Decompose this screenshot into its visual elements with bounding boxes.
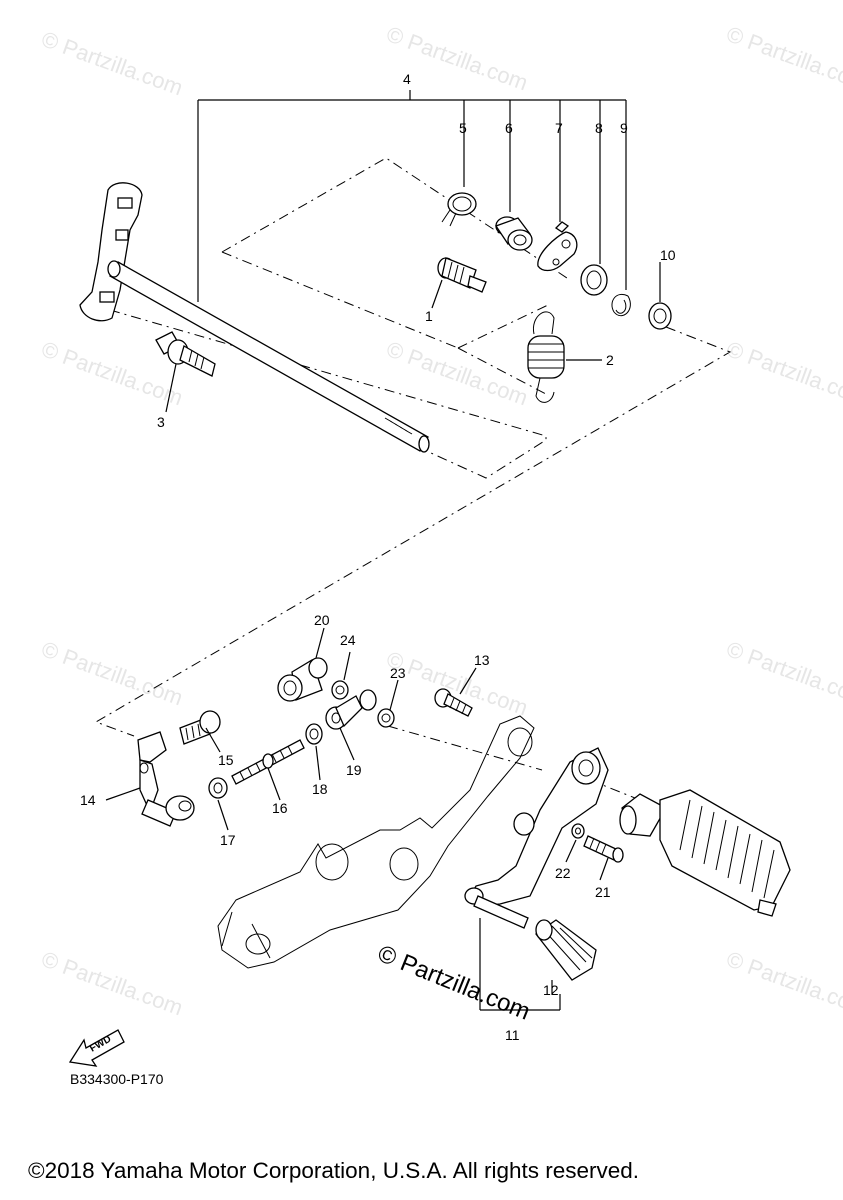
watermark: © Partzilla.com [723,946,843,1020]
bolt-part-15 [179,710,221,745]
callout-10: 10 [660,247,676,263]
shift-shaft [107,260,430,453]
callout-5: 5 [459,120,467,136]
watermark: © Partzilla.com [723,21,843,95]
watermark: © Partzilla.com [723,336,843,410]
callout-17: 17 [220,832,236,848]
callout-21: 21 [595,884,611,900]
watermark: © Partzilla.com [38,636,186,710]
footrest-peg [619,789,791,917]
callout-22: 22 [555,865,571,881]
shift-arm-part-14 [137,731,195,827]
callout-15: 15 [218,752,234,768]
callout-3: 3 [157,414,165,430]
callout-2: 2 [606,352,614,368]
callout-19: 19 [346,762,362,778]
bolt-part-1 [437,257,487,293]
callout-4: 4 [403,71,411,87]
callout-20: 20 [314,612,330,628]
toe-rubber-part-12 [535,919,597,981]
shift-pedal-part-11 [464,747,609,929]
callouts: 4 5 6 7 8 9 10 1 2 3 20 24 13 23 15 18 1… [80,71,676,1043]
bolt-part-21 [583,835,624,863]
bolt-part-13 [434,688,473,717]
washer-part-10 [648,302,672,330]
callout-12: 12 [543,982,559,998]
callout-1: 1 [425,308,433,324]
watermark: © Partzilla.com [38,26,186,100]
callout-7: 7 [555,120,563,136]
callout-16: 16 [272,800,288,816]
diagram-code: B334300-P170 [70,1071,164,1087]
callout-23: 23 [390,665,406,681]
collar-part-6 [495,216,533,251]
ball-joint-part-19 [325,695,363,730]
forward-arrow: FWD [68,1029,125,1067]
return-spring-part-2 [527,311,565,403]
assembly-lines [94,157,732,801]
washer-part-8 [580,264,608,296]
callout-9: 9 [620,120,628,136]
footrest-bracket [217,715,535,969]
callout-6: 6 [505,120,513,136]
nut-part-18 [305,723,323,745]
shift-shaft-plate [79,182,143,322]
bolt-part-3 [155,331,216,377]
washer-part-22 [571,823,585,839]
watermark: © Partzilla.com [383,336,531,410]
watermark: © Partzilla.com [38,946,186,1020]
callout-14: 14 [80,792,96,808]
assembly-4-bracket [197,90,627,302]
rod-part-16 [231,739,305,785]
circlip-part-9 [611,294,631,317]
elbow-part-20 [277,657,328,702]
torsion-spring-part-5 [441,192,477,227]
callout-18: 18 [312,781,328,797]
callout-11: 11 [505,1027,520,1043]
nut-part-17 [208,777,228,799]
nut-part-24 [331,680,349,700]
callout-8: 8 [595,120,603,136]
callout-24: 24 [340,632,356,648]
collar-part-23 [359,689,395,728]
lever-part-7 [537,221,578,272]
leader-lines [105,262,661,1011]
copyright-notice: ©2018 Yamaha Motor Corporation, U.S.A. A… [28,1158,640,1183]
watermark: © Partzilla.com [723,636,843,710]
callout-13: 13 [474,652,490,668]
